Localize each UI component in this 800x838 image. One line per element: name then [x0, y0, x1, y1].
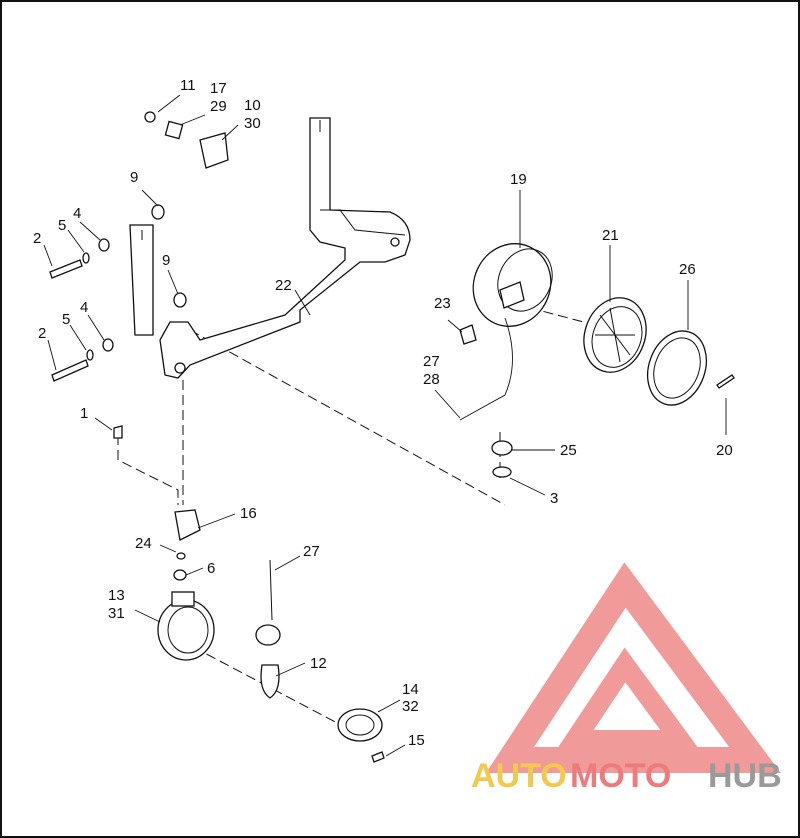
callout-14: 14 [402, 681, 419, 698]
callout-17: 17 [210, 80, 227, 97]
callout-20: 20 [716, 442, 733, 459]
callout-32: 32 [402, 698, 419, 715]
callout-4-lower: 4 [80, 299, 88, 316]
callout-2-lower: 2 [38, 325, 46, 342]
callout-19: 19 [510, 171, 527, 188]
callout-27-upper: 27 [423, 353, 440, 370]
callout-27-lower: 27 [303, 543, 320, 560]
watermark-text-auto: AUTO [471, 757, 567, 795]
callout-22: 22 [275, 277, 292, 294]
callout-28: 28 [423, 371, 440, 388]
watermark-text-hub: HUB [708, 757, 782, 795]
leader-lines [43, 94, 727, 757]
callout-5-upper: 5 [58, 217, 66, 234]
mounting-bracket [129, 117, 411, 379]
hardware-left [49, 111, 229, 439]
watermark-logo: AUTO MOTO HUB [471, 562, 782, 795]
callout-4-upper: 4 [73, 205, 81, 222]
callout-9-upper: 9 [130, 169, 138, 186]
lower-assembly [157, 509, 385, 763]
callout-2-upper: 2 [33, 230, 41, 247]
callout-12: 12 [310, 655, 327, 672]
callout-15: 15 [408, 732, 425, 749]
callout-6: 6 [207, 560, 215, 577]
callout-3: 3 [550, 490, 558, 507]
callout-13: 13 [108, 587, 125, 604]
callout-25: 25 [560, 442, 577, 459]
headlamp-assembly [459, 243, 735, 478]
callout-1: 1 [80, 405, 88, 422]
callout-11: 11 [180, 77, 196, 94]
callout-9-lower: 9 [162, 252, 170, 269]
callout-26: 26 [679, 261, 696, 278]
callout-23: 23 [434, 295, 451, 312]
callout-29: 29 [210, 98, 227, 115]
watermark-text-moto: MOTO [570, 757, 671, 795]
watermark-triangle [485, 562, 781, 773]
callout-21: 21 [602, 227, 619, 244]
callout-10: 10 [244, 97, 261, 114]
callout-24: 24 [135, 535, 152, 552]
callout-5-lower: 5 [62, 311, 70, 328]
callout-labels: 11 17 29 10 30 9 9 4 5 2 4 5 2 1 22 19 2… [33, 77, 733, 749]
watermark-inner-triangle [556, 647, 700, 750]
callout-30: 30 [244, 115, 261, 132]
callout-16: 16 [240, 505, 257, 522]
callout-31: 31 [108, 605, 125, 622]
